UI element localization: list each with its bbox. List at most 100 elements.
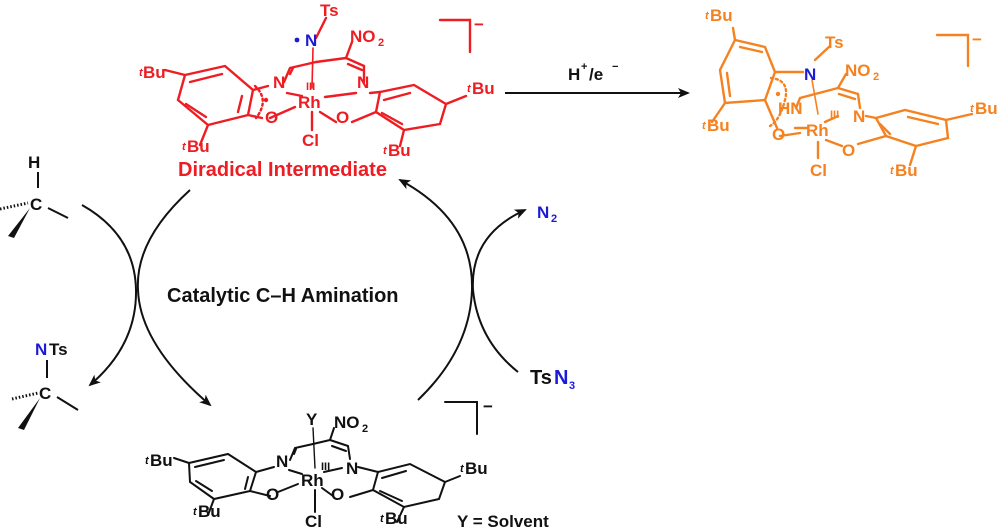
substrate-ch: H C	[0, 153, 69, 238]
phenoxide-o: O	[265, 108, 278, 127]
imine-n: N	[346, 459, 358, 478]
tosyl: Ts	[320, 1, 339, 20]
tbu-t: t	[702, 120, 707, 132]
imine-n: N	[357, 73, 369, 92]
reagent-minus: −	[612, 61, 618, 73]
phenoxide-o: O	[266, 485, 279, 504]
oxidation-state: III	[306, 81, 315, 93]
product-c: C	[39, 384, 51, 403]
product-n: N	[35, 340, 47, 359]
rh-center: Rh	[301, 471, 324, 490]
imine-n: N	[853, 107, 865, 126]
tbu-t: t	[182, 141, 187, 153]
intermediate-title: Diradical Intermediate	[178, 159, 387, 181]
charge-sign: −	[972, 30, 982, 49]
n2-subscript: 2	[551, 213, 557, 225]
tbu-label: Bu	[710, 6, 733, 25]
charge-bracket	[935, 33, 970, 68]
right-aryl-ring	[371, 462, 447, 509]
reagent-h: H	[568, 65, 580, 84]
tbu-t: t	[970, 103, 975, 115]
tosyl-azide-ts: Ts	[530, 367, 552, 389]
phenoxide-o: O	[842, 141, 855, 160]
sulfonamide-n: N	[804, 65, 816, 84]
nitrogen-radical-dot	[294, 37, 300, 43]
oxidation-state: III	[321, 461, 330, 473]
charge-bracket	[444, 401, 478, 435]
tbu-label: Bu	[472, 79, 495, 98]
product-ts: Ts	[49, 340, 68, 359]
tbu-label: Bu	[198, 502, 221, 521]
tbu-t: t	[383, 145, 388, 157]
cycle-title: Catalytic C–H Amination	[167, 285, 399, 307]
tbu-t: t	[193, 506, 198, 518]
chloride: Cl	[302, 131, 319, 150]
tbu-label: Bu	[895, 161, 918, 180]
tbu-label: Bu	[465, 459, 488, 478]
oxidation-state: III	[830, 109, 839, 121]
tbu-label: Bu	[143, 63, 166, 82]
tbu-t: t	[467, 83, 472, 95]
charge-bracket	[438, 18, 472, 54]
phenoxide-o: O	[331, 485, 344, 504]
imine-n: N	[273, 73, 285, 92]
substrate-c: C	[30, 195, 42, 214]
tbu-t: t	[380, 513, 385, 525]
rh-center: Rh	[806, 121, 829, 140]
rh-center: Rh	[298, 93, 321, 112]
diradical-intermediate	[163, 16, 472, 148]
catalyst-labels: t Bu t Bu N O Rh III Cl N O NO 2 Y t Bu …	[145, 397, 549, 531]
n2-n: N	[537, 203, 549, 222]
tbu-label: Bu	[975, 99, 998, 118]
right-aryl-ring	[874, 108, 950, 148]
catalyst-to-intermediate-arrow	[398, 179, 474, 401]
radical-dot	[263, 97, 269, 103]
chloride: Cl	[305, 512, 322, 531]
cycle-arrows	[81, 179, 527, 407]
nitro-group: NO	[350, 27, 376, 46]
nitrene-n: N	[305, 31, 317, 50]
tbu-label: Bu	[388, 141, 411, 160]
tbu-t: t	[139, 67, 144, 79]
radical-dot	[775, 91, 781, 97]
nitro-subscript: 2	[378, 37, 384, 49]
radical-delocalization	[253, 84, 264, 120]
tbu-bond	[163, 68, 187, 77]
tbu-label: Bu	[187, 137, 210, 156]
tbu-label: Bu	[150, 451, 173, 470]
tbu-label: Bu	[385, 509, 408, 528]
tbu-t: t	[890, 165, 895, 177]
charge-sign: −	[474, 15, 484, 34]
nitro-subscript: 2	[873, 71, 879, 83]
intermediate-to-catalyst-arrow	[136, 189, 212, 407]
tosyl-azide-subscript: 3	[569, 380, 575, 392]
nitro-subscript: 2	[362, 423, 368, 435]
tbu-t: t	[705, 10, 710, 22]
substrate-h: H	[28, 153, 40, 172]
nitro-group: NO	[845, 61, 871, 80]
tosyl-azide-n: N	[554, 367, 568, 389]
tbu-label: Bu	[707, 116, 730, 135]
tbu-t: t	[145, 455, 150, 467]
imine-n: N	[276, 452, 288, 471]
reagent-plus: +	[581, 61, 587, 73]
radical-delocalization	[768, 76, 788, 128]
tbu-t: t	[460, 463, 465, 475]
intermediate-labels: t Bu t Bu N O Rh III Cl N O NO 2 Ts t Bu…	[139, 1, 495, 181]
amination-product-complex	[710, 26, 974, 167]
phenoxide-o: O	[336, 108, 349, 127]
solvent-note: Y = Solvent	[457, 512, 549, 531]
azide-to-n2-arrow	[471, 209, 527, 373]
chloride: Cl	[810, 161, 827, 180]
charge-sign: −	[483, 397, 493, 416]
reagent-label: H + /e −	[568, 61, 618, 84]
reagent-electron: /e	[589, 65, 603, 84]
amine-hn: HN	[778, 99, 803, 118]
product-cn: N Ts C	[11, 340, 79, 430]
rh-catalyst	[173, 401, 478, 523]
nitro-group: NO	[334, 413, 360, 432]
phenoxide-o: O	[772, 125, 785, 144]
solvent-ligand: Y	[306, 410, 318, 429]
